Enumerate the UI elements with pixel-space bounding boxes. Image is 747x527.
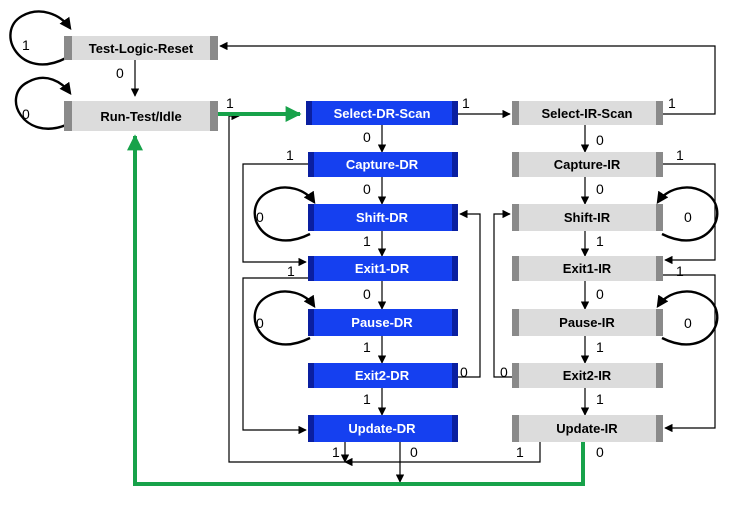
edge-label-sir-to-tlr: 1	[668, 95, 676, 111]
edge-label-e2ir-to-shir: 0	[500, 364, 508, 380]
state-label: Exit1-IR	[563, 261, 612, 276]
edge-label-rti-to-sdr: 1	[226, 95, 234, 111]
edge-label-e2dr-to-shdr: 0	[460, 364, 468, 380]
edge-label-tlr-self: 1	[22, 37, 30, 53]
self-loop-rti	[14, 76, 72, 130]
edge-label-cdr-to-e1dr: 1	[286, 147, 294, 163]
edge-label-pir-to-e2ir: 1	[596, 339, 604, 355]
state-pause-dr: Pause-DR	[308, 309, 458, 336]
edge-label-uir-to-rti: 0	[596, 444, 604, 460]
state-label: Exit2-IR	[563, 368, 612, 383]
state-label: Update-DR	[348, 421, 416, 436]
edge-label-sdr-to-sir: 1	[462, 95, 470, 111]
self-loop-tlr	[9, 10, 72, 66]
edge-e1ir-to-uir	[663, 274, 716, 433]
state-test-logic-reset: Test-Logic-Reset	[64, 36, 218, 60]
state-capture-ir: Capture-IR	[512, 152, 663, 177]
edge-label-e1ir-to-uir: 1	[676, 263, 684, 279]
edge-cir-to-e1ir	[663, 163, 716, 265]
state-select-ir-scan: Select-IR-Scan	[512, 101, 663, 125]
edge-label-e1ir-to-pir: 0	[596, 286, 604, 302]
state-label: Shift-DR	[356, 210, 409, 225]
state-label: Shift-IR	[564, 210, 611, 225]
edge-uir-to-sdr	[344, 442, 541, 467]
edge-label-pdr-self: 0	[256, 315, 264, 331]
state-exit1-ir: Exit1-IR	[512, 256, 663, 281]
state-pause-ir: Pause-IR	[512, 309, 663, 336]
self-loop-shir	[656, 186, 719, 242]
self-loop-shdr	[253, 186, 316, 242]
state-shift-ir: Shift-IR	[512, 204, 663, 231]
edge-label-cir-to-shir: 0	[596, 181, 604, 197]
edge-e2ir-to-shir	[493, 209, 512, 378]
state-label: Capture-DR	[346, 157, 419, 172]
edge-cdr-to-e1dr	[242, 163, 308, 267]
edge-label-sdr-to-cdr: 0	[363, 129, 371, 145]
edge-label-sir-to-cir: 0	[596, 132, 604, 148]
state-label: Exit2-DR	[355, 368, 410, 383]
state-exit1-dr: Exit1-DR	[308, 256, 458, 281]
state-exit2-dr: Exit2-DR	[308, 363, 458, 388]
state-label: Select-IR-Scan	[541, 106, 632, 121]
edge-label-e1dr-to-udr: 1	[287, 263, 295, 279]
edge-label-e2ir-to-uir: 1	[596, 391, 604, 407]
edge-sir-to-tlr	[219, 41, 716, 115]
edge-e2dr-to-shdr	[458, 209, 481, 378]
state-label: Select-DR-Scan	[334, 106, 431, 121]
state-label: Update-IR	[556, 421, 618, 436]
edge-label-cdr-to-shdr: 0	[363, 181, 371, 197]
state-capture-dr: Capture-DR	[308, 152, 458, 177]
state-label: Test-Logic-Reset	[89, 41, 194, 56]
state-exit2-ir: Exit2-IR	[512, 363, 663, 388]
edge-label-udr-to-sdr: 1	[332, 444, 340, 460]
state-update-ir: Update-IR	[512, 415, 663, 442]
edge-label-uir-to-sdr: 1	[516, 444, 524, 460]
edge-label-pir-self: 0	[684, 315, 692, 331]
edge-label-udr-to-rti: 0	[410, 444, 418, 460]
edge-label-shir-self: 0	[684, 209, 692, 225]
edge-label-shir-to-e1ir: 1	[596, 233, 604, 249]
state-label: Capture-IR	[554, 157, 621, 172]
edge-label-pdr-to-e2dr: 1	[363, 339, 371, 355]
state-label: Exit1-DR	[355, 261, 410, 276]
edge-label-e1dr-to-pdr: 0	[363, 286, 371, 302]
state-label: Pause-DR	[351, 315, 413, 330]
edge-label-e2dr-to-udr: 1	[363, 391, 371, 407]
state-update-dr: Update-DR	[308, 415, 458, 442]
state-label: Run-Test/Idle	[100, 109, 181, 124]
edge-e1dr-to-udr	[242, 277, 308, 435]
state-run-test-idle: Run-Test/Idle	[64, 101, 218, 131]
self-loop-pir	[656, 290, 719, 346]
edge-label-tlr-to-rti: 0	[116, 65, 124, 81]
edge-label-cir-to-e1ir: 1	[676, 147, 684, 163]
edge-label-shdr-to-e1dr: 1	[363, 233, 371, 249]
edge-label-shdr-self: 0	[256, 209, 264, 225]
highlight-uir-to-rti	[127, 134, 585, 486]
self-loop-pdr	[253, 290, 316, 346]
state-label: Pause-IR	[559, 315, 615, 330]
edge-label-rti-self: 0	[22, 106, 30, 122]
state-shift-dr: Shift-DR	[308, 204, 458, 231]
state-select-dr-scan: Select-DR-Scan	[306, 101, 458, 125]
